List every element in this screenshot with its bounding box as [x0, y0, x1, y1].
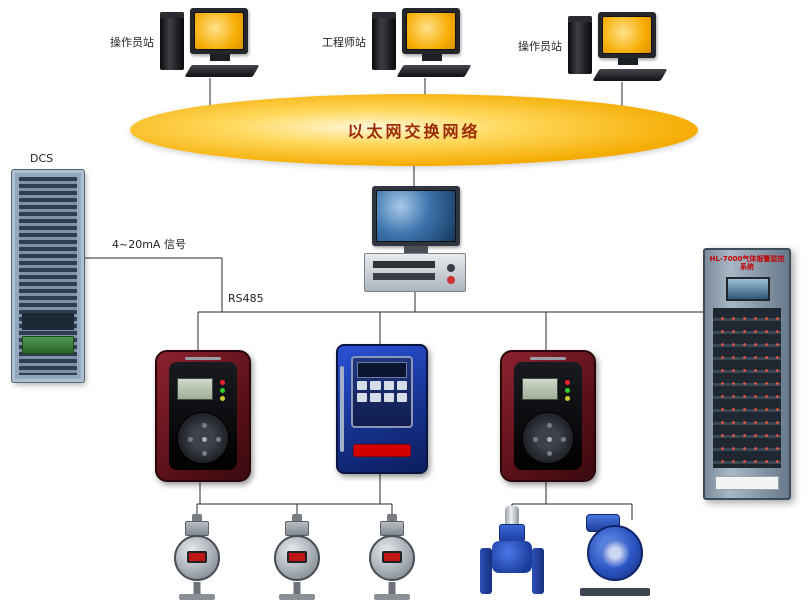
gas-detector-1	[165, 514, 229, 600]
scada-monitor-stand	[404, 246, 428, 253]
junction-box	[185, 521, 209, 536]
ethernet-network-label: 以太网交换网络	[347, 122, 481, 141]
brand-bar	[184, 357, 222, 360]
crt-monitor-icon	[598, 12, 656, 58]
junction-box	[380, 521, 404, 536]
indicator-module	[357, 381, 368, 390]
cabinet-title: HL-7000气体报警监控系统	[709, 255, 785, 272]
cabinet-nameplate	[715, 476, 779, 490]
cable-gland	[192, 514, 202, 522]
operator-station-1-label: 操作员站	[110, 36, 154, 49]
gas-alarm-controller-right	[500, 350, 596, 482]
crt-screen	[194, 12, 244, 50]
dcs-label: DCS	[30, 152, 54, 165]
indicator-module	[370, 381, 381, 390]
exhaust-fan	[574, 512, 656, 596]
detector-base	[374, 594, 410, 600]
fan-base	[580, 588, 650, 596]
pc-drive-bay	[373, 273, 435, 280]
circular-keypad	[522, 412, 574, 464]
analog-signal-label: 4~20mA 信号	[112, 238, 186, 251]
pc-drive-bay	[373, 261, 435, 268]
cabinet-screen	[726, 277, 770, 301]
engineer-station: 工程师站	[322, 8, 484, 84]
controller-panel	[351, 356, 413, 428]
monitor-stand	[422, 54, 442, 61]
industrial-pc	[364, 253, 466, 292]
valve-actuator	[505, 506, 519, 526]
dcs-rack	[12, 170, 84, 382]
pc-power-button	[447, 264, 455, 272]
circular-keypad	[177, 412, 229, 464]
computer-tower-icon	[160, 12, 184, 70]
engineer-station-label: 工程师站	[322, 36, 366, 49]
cabinet-module-rows	[713, 308, 781, 468]
status-leds	[220, 380, 225, 385]
detector-body	[369, 535, 415, 581]
keypad-buttons	[547, 423, 552, 428]
crt-monitor-icon	[402, 8, 460, 54]
computer-tower-icon	[372, 12, 396, 70]
indicator-module	[396, 381, 407, 390]
valve-coil	[499, 524, 525, 542]
door-hinge	[340, 366, 344, 452]
operator-station-2-label: 操作员站	[518, 40, 562, 53]
indicator-module	[357, 393, 368, 402]
valve-flange	[532, 548, 544, 594]
controller-face	[169, 362, 237, 470]
scada-monitor	[372, 186, 460, 246]
monitor-stand	[210, 54, 230, 61]
keyboard-icon	[396, 65, 472, 77]
crt-screen	[406, 12, 456, 50]
crt-screen	[602, 16, 652, 54]
detector-stem	[388, 582, 396, 594]
operator-station-1: 操作员站	[110, 8, 272, 84]
red-nameplate	[354, 445, 410, 456]
ethernet-network-ellipse: 以太网交换网络	[130, 94, 698, 166]
detector-display-window	[287, 551, 307, 563]
monitor-stand	[618, 58, 638, 65]
lcd-display	[177, 378, 213, 400]
dcs-module-green	[21, 335, 75, 355]
indicator-module	[396, 393, 407, 402]
indicator-module	[370, 393, 381, 402]
crt-monitor-icon	[190, 8, 248, 54]
gas-detector-3	[360, 514, 424, 600]
detector-display-window	[187, 551, 207, 563]
detector-stem	[193, 582, 201, 594]
monitoring-cabinet: HL-7000气体报警监控系统	[703, 248, 791, 500]
detector-base	[179, 594, 215, 600]
indicator-module	[383, 381, 394, 390]
detector-stem	[293, 582, 301, 594]
fan-hub	[601, 539, 629, 567]
cable-gland	[387, 514, 397, 522]
valve-flange	[480, 548, 492, 594]
detector-base	[279, 594, 315, 600]
operator-station-2: 操作员站	[518, 12, 680, 88]
keyboard-icon	[592, 69, 668, 81]
rs485-bus-label: RS485	[228, 292, 264, 305]
module-indicator-dots	[713, 308, 781, 468]
valve-body	[492, 541, 532, 573]
junction-box	[285, 521, 309, 536]
cable-gland	[292, 514, 302, 522]
controller-face	[514, 362, 582, 470]
keyboard-icon	[184, 65, 260, 77]
panel-display	[357, 362, 407, 378]
gas-alarm-controller-left	[155, 350, 251, 482]
solenoid-valve	[478, 506, 546, 600]
scada-screen	[376, 190, 456, 242]
lcd-display	[522, 378, 558, 400]
dcs-module	[21, 313, 75, 330]
gas-detector-2	[265, 514, 329, 600]
keypad-buttons	[202, 423, 207, 428]
computer-tower-icon	[568, 16, 592, 74]
detector-display-window	[382, 551, 402, 563]
gas-alarm-controller-center	[336, 344, 428, 474]
status-leds	[565, 380, 570, 385]
indicator-module	[383, 393, 394, 402]
brand-bar	[529, 357, 567, 360]
